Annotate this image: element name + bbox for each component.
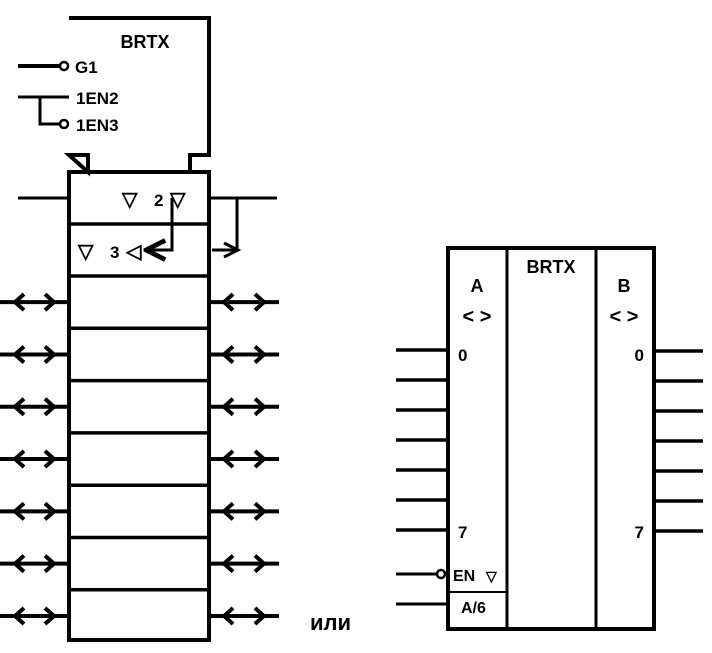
g1-label: G1 bbox=[75, 58, 98, 77]
arrowhead-right-icon bbox=[43, 606, 58, 626]
dir-cell-2-left-mark: ▽ bbox=[121, 189, 138, 211]
dir-cell-2-label: 2 bbox=[154, 191, 163, 210]
arrowhead-right-icon bbox=[253, 344, 268, 364]
enable-label: EN bbox=[453, 568, 475, 585]
left-bidirectional-port bbox=[0, 292, 69, 312]
port-b-first-bit: 0 bbox=[635, 346, 644, 365]
arrowhead-right-icon bbox=[43, 397, 58, 417]
arrowhead-right-icon bbox=[43, 554, 58, 574]
arrowhead-left-icon bbox=[11, 449, 26, 469]
port-b-last-bit: 7 bbox=[635, 523, 644, 542]
right-symbol: BRTX A < > 0 7 B < > 0 7 EN ▽ A/6 bbox=[396, 246, 703, 631]
right-bidirectional-port bbox=[209, 501, 279, 521]
en3-input-line bbox=[38, 97, 61, 126]
enable-inversion-circle bbox=[435, 568, 447, 580]
separator-text: или bbox=[310, 610, 351, 635]
port-a-first-bit: 0 bbox=[458, 346, 467, 365]
left-bidirectional-port bbox=[0, 501, 69, 521]
right-symbol-title: BRTX bbox=[527, 257, 576, 277]
en3-inversion-circle bbox=[58, 118, 70, 130]
cell-dividers bbox=[69, 222, 209, 592]
dir-cell-3-left-mark: ▽ bbox=[77, 241, 94, 263]
right-bidirectional-port bbox=[209, 449, 279, 469]
right-ports bbox=[396, 348, 703, 533]
arrowhead-left-icon bbox=[220, 397, 235, 417]
arrowhead-left-icon bbox=[11, 606, 26, 626]
en2-label: 1EN2 bbox=[76, 89, 119, 108]
arrowhead-right-icon bbox=[43, 449, 58, 469]
right-bidirectional-port bbox=[209, 554, 279, 574]
g1-inversion-circle bbox=[58, 60, 70, 72]
port-a-name: A bbox=[471, 276, 484, 296]
dir-cell-3-label: 3 bbox=[110, 243, 119, 262]
arrowhead-right-icon bbox=[43, 344, 58, 364]
arrowhead-left-icon bbox=[220, 606, 235, 626]
arrowhead-right-icon bbox=[253, 501, 268, 521]
arrowhead-right-icon bbox=[253, 606, 268, 626]
arrowhead-left-icon bbox=[11, 501, 26, 521]
dir-right-arrowhead bbox=[223, 241, 242, 259]
arrowhead-right-icon bbox=[43, 501, 58, 521]
left-bidirectional-port bbox=[0, 606, 69, 626]
select-label: A/6 bbox=[461, 600, 486, 617]
right-bidirectional-port bbox=[209, 397, 279, 417]
left-bidirectional-port bbox=[0, 344, 69, 364]
port-a-direction: < > bbox=[463, 306, 492, 328]
right-bidirectional-port bbox=[209, 292, 279, 312]
arrowhead-left-icon bbox=[11, 397, 26, 417]
arrowhead-right-icon bbox=[43, 292, 58, 312]
left-symbol: BRTX G1 1EN2 1EN3 ▽ 2 ▽ ▽ 3 ◁ bbox=[0, 16, 279, 642]
port-a-last-bit: 7 bbox=[458, 523, 467, 542]
port-b-direction: < > bbox=[610, 306, 639, 328]
arrowhead-right-icon bbox=[253, 292, 268, 312]
enable-mark: ▽ bbox=[485, 568, 498, 584]
dir-cell-3-right-mark: ◁ bbox=[125, 241, 142, 263]
left-bidirectional-port bbox=[0, 397, 69, 417]
dir-left-feedback-arrow bbox=[146, 198, 174, 250]
left-bidirectional-port bbox=[0, 554, 69, 574]
right-bidirectional-port bbox=[209, 606, 279, 626]
arrowhead-left-icon bbox=[220, 501, 235, 521]
arrowhead-right-icon bbox=[253, 554, 268, 574]
arrowhead-left-icon bbox=[11, 344, 26, 364]
right-bidirectional-port bbox=[209, 344, 279, 364]
arrowhead-left-icon bbox=[11, 554, 26, 574]
en3-label: 1EN3 bbox=[76, 116, 119, 135]
arrowhead-left-icon bbox=[11, 292, 26, 312]
control-block-title: BRTX bbox=[121, 32, 170, 52]
arrowhead-left-icon bbox=[220, 344, 235, 364]
left-ports bbox=[0, 292, 279, 626]
arrowhead-right-icon bbox=[253, 397, 268, 417]
arrowhead-right-icon bbox=[253, 449, 268, 469]
port-b-name: B bbox=[618, 276, 631, 296]
left-bidirectional-port bbox=[0, 449, 69, 469]
control-block-outline bbox=[63, 16, 211, 177]
arrowhead-left-icon bbox=[220, 554, 235, 574]
arrowhead-left-icon bbox=[220, 449, 235, 469]
arrowhead-left-icon bbox=[220, 292, 235, 312]
